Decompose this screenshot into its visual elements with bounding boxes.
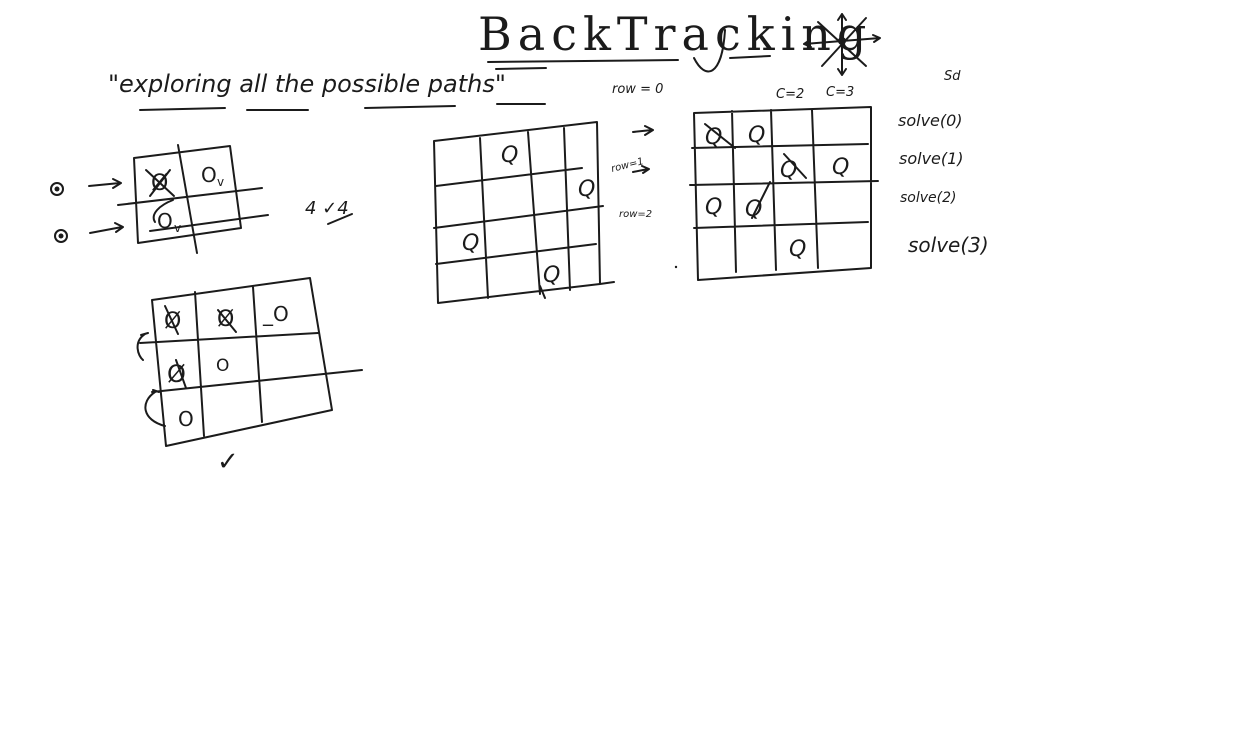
middle-board [433,121,615,304]
backtrack-cell: Ø [164,309,181,334]
row-label: row=2 [619,209,652,220]
ink-dot [674,265,678,269]
row-arrows [632,125,654,174]
backtrack-cell: Ø [217,307,234,332]
backtrack-cell: Ø [167,360,186,388]
small-grid-cell: Ø [151,171,168,196]
right-board-queen: Q [705,125,722,150]
solve-call: solve(2) [900,190,956,206]
title: BackTracking [478,7,872,61]
title-tail-stroke [693,29,771,73]
side-label-underline [327,213,353,225]
small-grid-cell: O [201,163,217,187]
quote-underlines [139,67,547,111]
corner-note: Sd [944,69,961,84]
middle-board-queen: Q [501,143,518,168]
right-board-queen: Q [705,195,722,220]
small-grid-mark: v [217,175,224,189]
title-underline [487,59,679,63]
direction-star-icon [803,13,881,76]
middle-board-queen: Q [578,177,595,202]
right-board-queen: Q [789,237,806,262]
solve-call: solve(1) [899,149,964,168]
right-board-queen: Q [780,158,797,183]
backtrack-grid [136,277,363,447]
small-grid [50,144,269,254]
right-board [689,106,879,281]
backtrack-check: ✓ [217,447,239,477]
right-board-queen: Q [745,197,762,222]
small-grid-side-label: 4 ✓4 [305,198,349,219]
row-label: row = 0 [612,82,663,97]
backtrack-cell: O [216,356,229,376]
right-board-queen: Q [832,155,849,180]
quote-text: "exploring all the possible paths" [108,70,506,98]
backtrack-cell: O [178,407,194,431]
small-grid-mark: v [174,221,181,235]
backtrack-cell: _O [262,302,289,326]
col-label: C=3 [826,85,854,100]
middle-board-queen: Q [462,231,479,256]
row-label: row=1 [610,156,645,175]
right-board-queen: Q [748,123,765,148]
col-label: C=2 [776,87,804,102]
small-grid-cell: O [157,209,173,233]
solve-call: solve(0) [898,111,963,130]
middle-board-queen: Q [543,263,560,288]
solve-call: solve(3) [908,233,989,257]
